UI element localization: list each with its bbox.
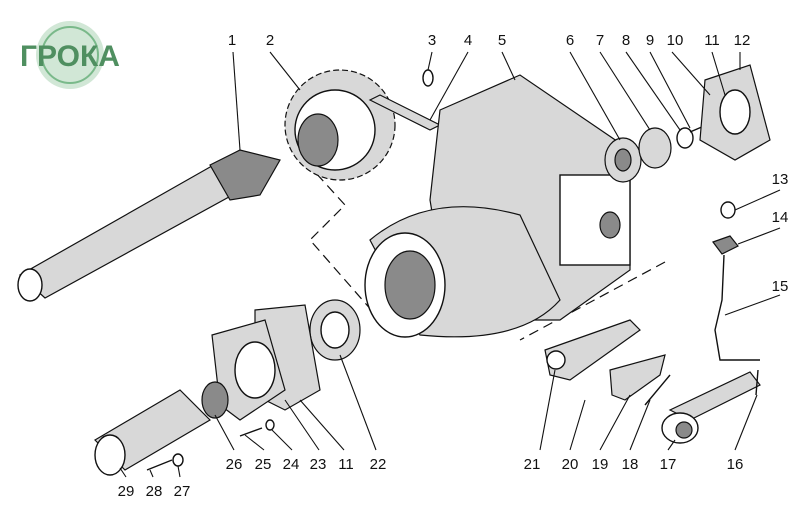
housing-part-5 (364, 74, 631, 338)
label-18: 18 (622, 456, 639, 473)
label-29: 29 (118, 483, 135, 500)
label-6: 6 (566, 32, 574, 49)
gear-part-2 (284, 69, 396, 181)
assembly-axis-lines (294, 149, 666, 341)
label-11-bottom: 11 (338, 456, 354, 473)
label-16: 16 (727, 456, 744, 473)
label-4: 4 (464, 32, 472, 49)
label-21: 21 (524, 456, 541, 473)
label-25: 25 (255, 456, 272, 473)
svg-text:ГРОКА: ГРОКА (20, 40, 120, 73)
label-12: 12 (734, 32, 751, 49)
bearing-stack-parts-6-12 (604, 64, 771, 183)
label-24: 24 (283, 456, 300, 473)
label-26: 26 (226, 456, 243, 473)
flange-parts-22-29 (94, 299, 361, 476)
label-22: 22 (370, 456, 387, 473)
label-1: 1 (228, 32, 236, 49)
part-labels: 1 2 3 4 5 6 7 8 9 10 11 12 13 14 15 16 1… (118, 32, 789, 500)
label-11-top: 11 (704, 32, 720, 49)
label-7: 7 (596, 32, 604, 49)
label-20: 20 (562, 456, 579, 473)
label-8: 8 (622, 32, 630, 49)
label-23: 23 (310, 456, 327, 473)
logo: ГРОКА (20, 21, 120, 89)
label-15: 15 (772, 278, 789, 295)
leader-lines (119, 51, 781, 478)
label-28: 28 (146, 483, 163, 500)
label-13: 13 (772, 171, 789, 188)
label-5: 5 (498, 32, 506, 49)
label-14: 14 (772, 209, 789, 226)
shaft-part-1 (17, 149, 281, 302)
label-19: 19 (592, 456, 609, 473)
label-3: 3 (428, 32, 436, 49)
label-17: 17 (660, 456, 677, 473)
label-27: 27 (174, 483, 191, 500)
label-10: 10 (667, 32, 684, 49)
plate-parts-18-21 (544, 319, 671, 406)
label-2: 2 (266, 32, 274, 49)
label-9: 9 (646, 32, 654, 49)
lever-parts-16-17 (661, 369, 761, 444)
linkage-parts-13-15 (712, 201, 760, 361)
